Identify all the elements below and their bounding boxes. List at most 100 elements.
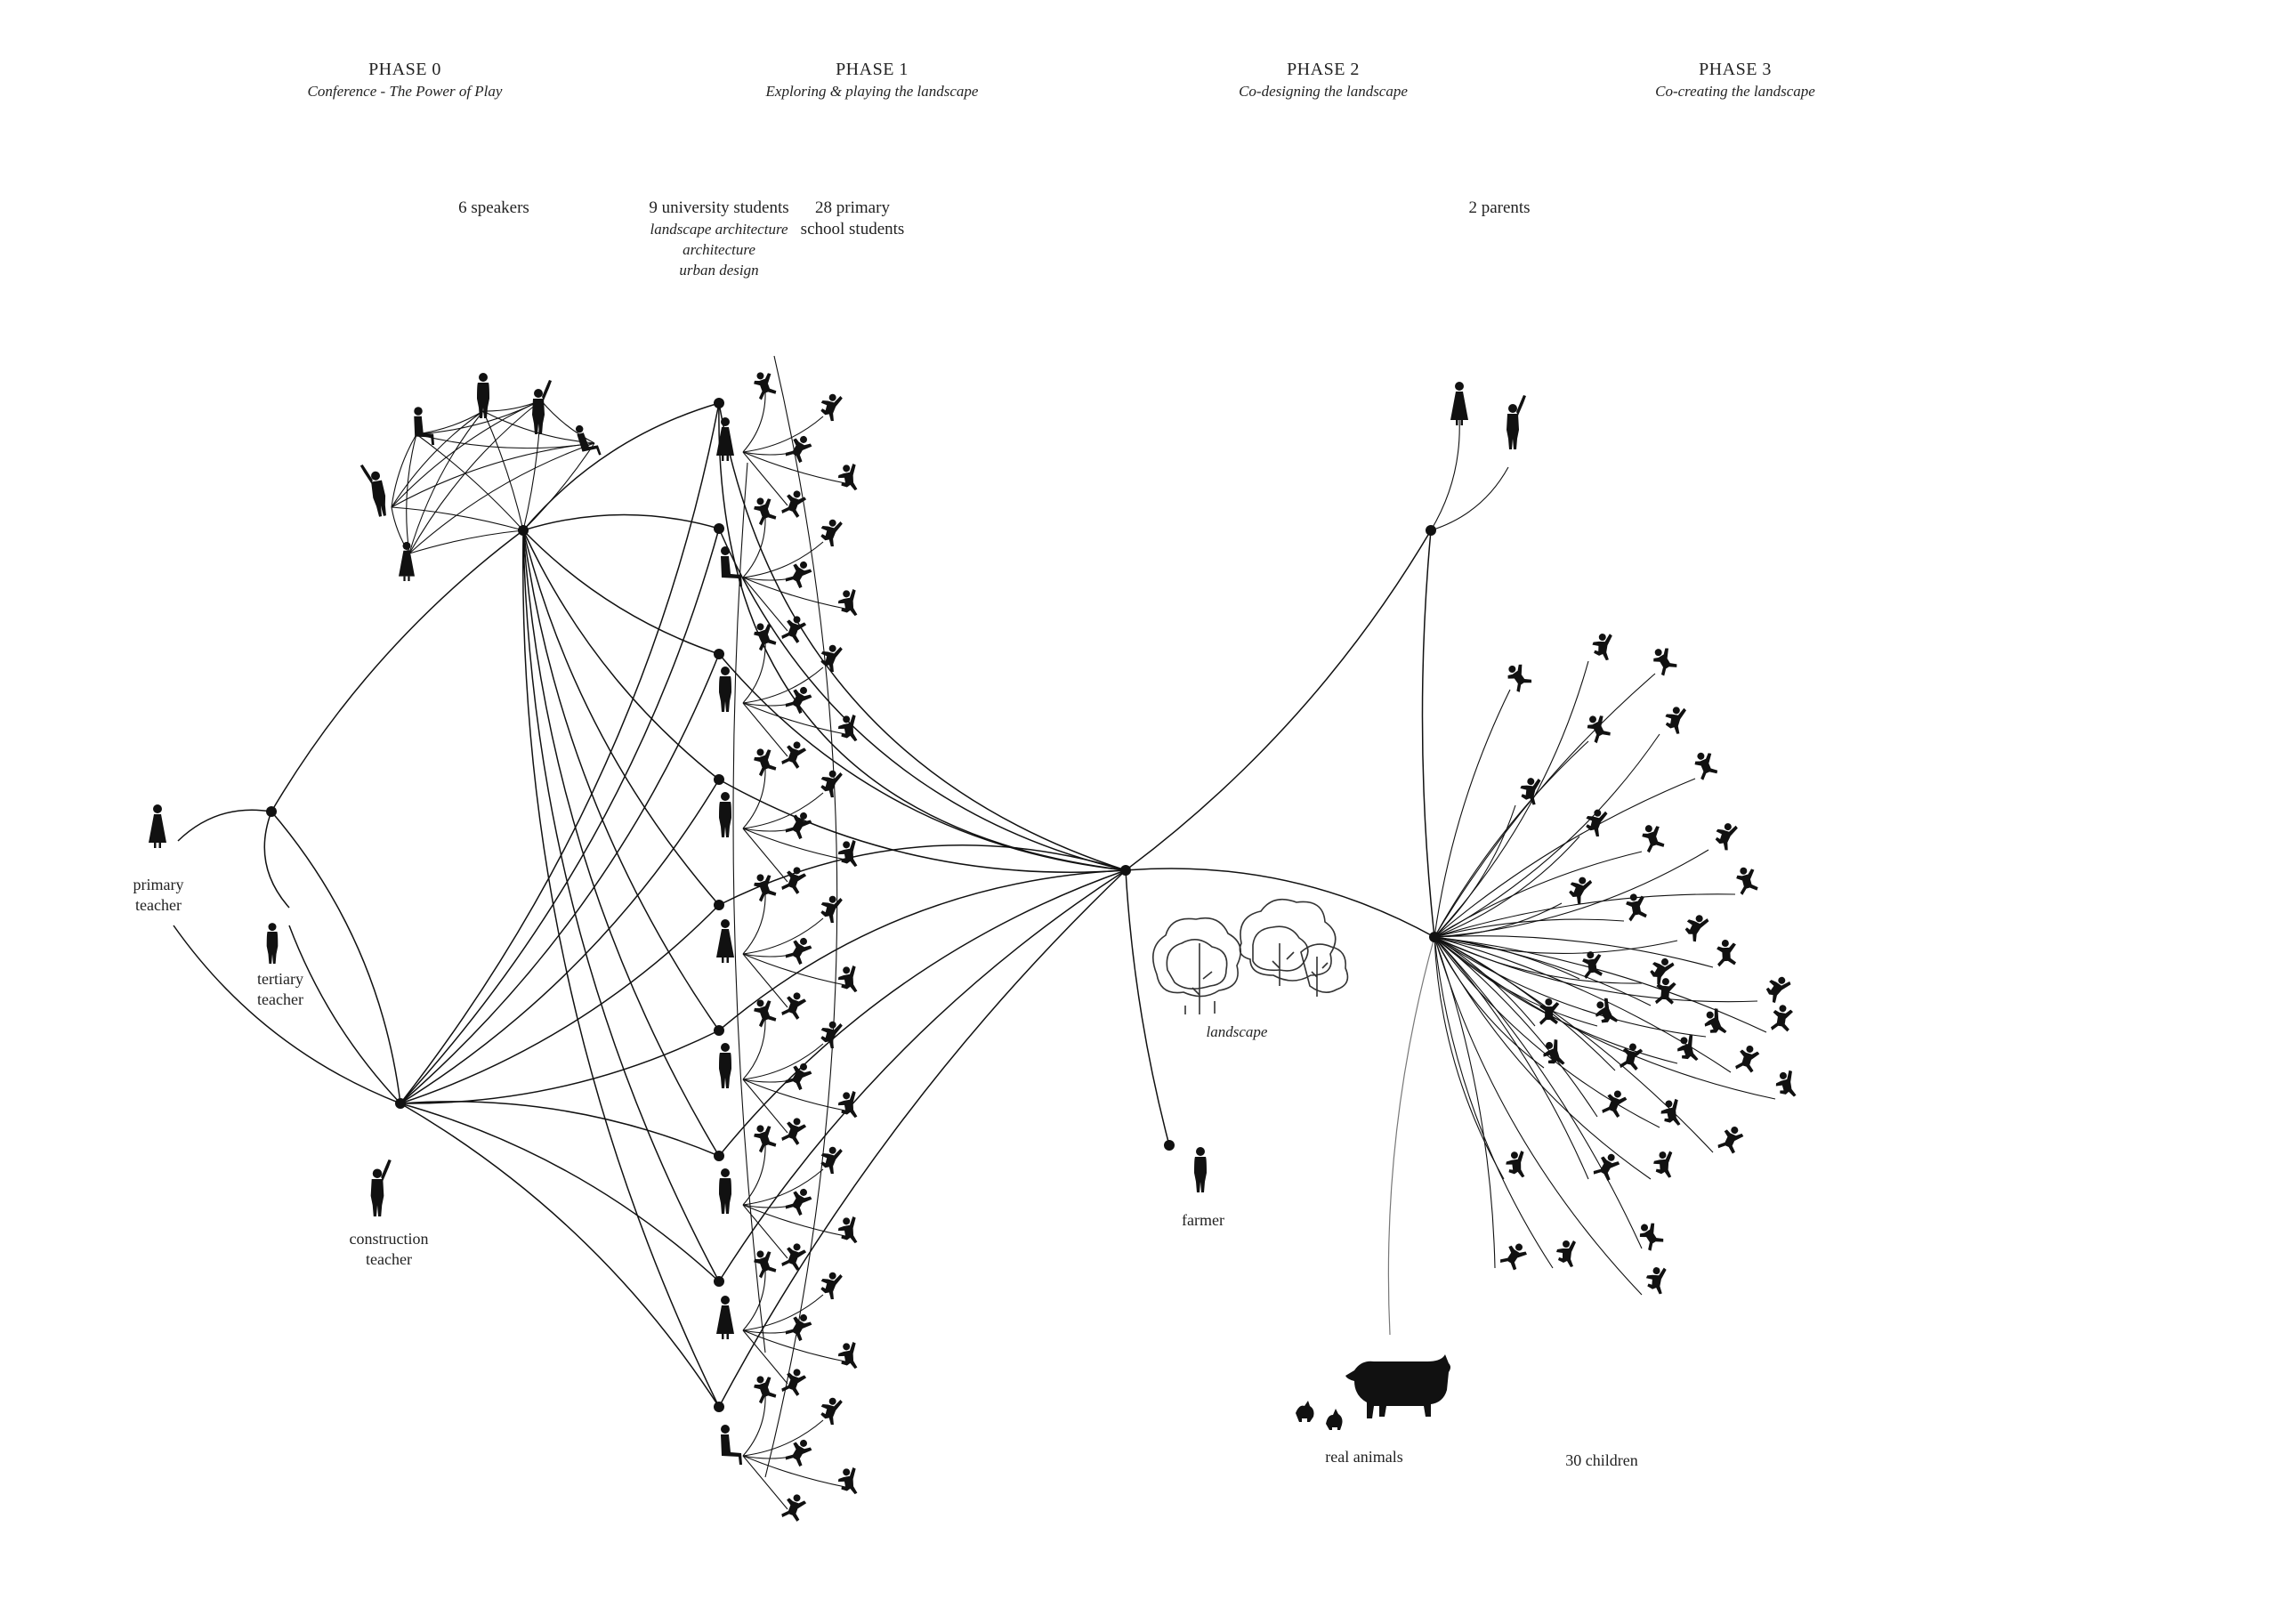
playing-child-icon xyxy=(836,588,860,618)
playing-child-icon xyxy=(1711,820,1739,852)
real-animals-label: real animals xyxy=(1325,1448,1402,1466)
network-edge-58 xyxy=(742,640,766,704)
network-edge-111 xyxy=(1434,804,1516,938)
university-node-1 xyxy=(714,523,724,534)
network-edge-139 xyxy=(1434,936,1505,1180)
network-edge-41 xyxy=(522,529,720,1282)
standing-person-icon xyxy=(716,1296,734,1339)
playing-child-icon xyxy=(784,557,815,591)
network-edge-98 xyxy=(742,1455,788,1510)
phase-3-header: PHASE 3 Co-creating the landscape xyxy=(1655,60,1815,100)
standing-person-icon xyxy=(721,546,742,586)
network-edge-79 xyxy=(742,1079,846,1111)
network-edge-50 xyxy=(742,451,788,506)
network-edge-83 xyxy=(742,1168,824,1206)
network-edge-56 xyxy=(742,577,788,632)
network-edge-47 xyxy=(742,416,824,453)
playing-child-icon xyxy=(1580,949,1604,980)
network-edge-94 xyxy=(742,1393,766,1457)
playing-child-icon xyxy=(1760,972,1792,1006)
playing-child-icon xyxy=(1773,1069,1799,1101)
network-edge-22 xyxy=(271,529,524,812)
network-edge-117 xyxy=(1434,849,1709,938)
network-edge-12 xyxy=(391,442,595,508)
network-edge-81 xyxy=(718,869,1127,1157)
network-edge-97 xyxy=(742,1455,846,1488)
discipline-urban-design: urban design xyxy=(679,262,758,279)
playing-child-icon xyxy=(1770,1003,1794,1033)
small-animal-icon xyxy=(1296,1401,1343,1430)
playing-child-icon xyxy=(780,1115,809,1147)
network-edge-103 xyxy=(1125,869,1170,1146)
network-edge-8 xyxy=(408,410,484,554)
actor-figures xyxy=(149,368,1799,1523)
network-edge-106 xyxy=(1430,466,1509,531)
network-edge-87 xyxy=(718,869,1127,1282)
network-edge-86 xyxy=(742,1204,788,1259)
playing-child-icon xyxy=(1619,1041,1644,1072)
network-edge-5 xyxy=(482,400,542,412)
playing-child-icon xyxy=(836,1466,860,1497)
playing-child-icon xyxy=(1644,953,1676,987)
network-edge-134 xyxy=(1434,936,1732,1073)
phase-3-subtitle: Co-creating the landscape xyxy=(1655,83,1815,100)
network-edge-138 xyxy=(1434,936,1714,1153)
seated-person-icon xyxy=(574,421,602,460)
network-edge-77 xyxy=(742,1043,824,1080)
parents-label: 2 parents xyxy=(1468,198,1530,217)
network-edge-144 xyxy=(1434,936,1643,1249)
standing-person-icon xyxy=(719,792,731,837)
standing-person-icon xyxy=(266,923,279,964)
network-edge-34 xyxy=(400,779,720,1104)
network-edge-80 xyxy=(742,1079,788,1134)
playing-child-icon xyxy=(1717,1123,1746,1156)
network-edge-105 xyxy=(1430,417,1460,531)
network-edge-118 xyxy=(1434,893,1736,938)
playing-child-icon xyxy=(1691,748,1720,781)
phase-0-subtitle: Conference - The Power of Play xyxy=(308,83,503,100)
phase-1-title: PHASE 1 xyxy=(836,60,909,79)
network-edge-112 xyxy=(1434,740,1589,938)
playing-child-icon xyxy=(1649,643,1680,677)
playing-child-icon xyxy=(836,1216,860,1246)
playing-child-icon xyxy=(784,933,815,967)
playing-child-icon xyxy=(784,1184,815,1218)
network-edge-30 xyxy=(400,528,720,1104)
network-edges xyxy=(173,355,1776,1510)
university-node-4 xyxy=(714,900,724,910)
network-edge-74 xyxy=(742,953,788,1008)
playing-child-icon xyxy=(1658,1098,1684,1129)
playing-child-icon xyxy=(1504,1150,1528,1180)
playing-child-icon xyxy=(836,463,860,493)
playing-child-icon xyxy=(836,1341,860,1371)
university-node-3 xyxy=(714,774,724,785)
network-edge-52 xyxy=(742,514,766,578)
network-edge-120 xyxy=(1434,918,1625,938)
standing-person-icon xyxy=(719,1043,731,1088)
network-edge-4 xyxy=(406,433,417,554)
playing-child-icon xyxy=(1564,873,1593,906)
network-edge-55 xyxy=(742,577,846,610)
network-edge-21 xyxy=(177,809,272,842)
playing-child-icon xyxy=(1502,659,1535,694)
network-edge-53 xyxy=(742,541,824,578)
network-edge-57 xyxy=(718,653,1127,871)
standing-person-icon xyxy=(1507,395,1526,449)
playing-child-icon xyxy=(1733,864,1760,896)
discipline-architecture: architecture xyxy=(683,241,755,258)
network-edge-3 xyxy=(391,433,417,508)
phase-1-subtitle: Exploring & playing the landscape xyxy=(765,83,979,100)
playing-child-icon xyxy=(1716,939,1738,967)
playing-child-icon xyxy=(750,1247,779,1280)
network-edge-146 xyxy=(1387,936,1435,1336)
playing-child-icon xyxy=(1624,892,1649,922)
network-edge-20 xyxy=(408,529,524,554)
network-edge-45 xyxy=(718,402,1127,871)
university-students-label: 9 university students xyxy=(649,198,788,217)
discipline-landscape-architecture: landscape architecture xyxy=(650,221,788,238)
network-edge-35 xyxy=(522,529,720,906)
network-edge-9 xyxy=(540,400,595,444)
network-edge-125 xyxy=(1434,936,1758,1003)
standing-person-icon xyxy=(532,380,552,434)
network-edge-2 xyxy=(416,433,595,449)
